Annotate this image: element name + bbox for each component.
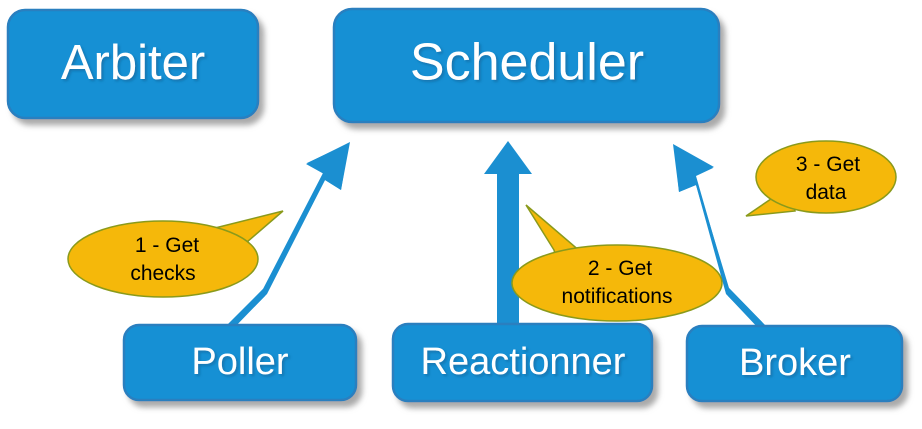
node-scheduler-label: Scheduler: [410, 34, 644, 92]
node-scheduler[interactable]: Scheduler: [332, 7, 721, 124]
node-poller-box[interactable]: [122, 323, 358, 402]
node-reactionner-box[interactable]: [391, 322, 654, 403]
callout-1-line2: checks: [130, 262, 195, 285]
node-poller-label: Poller: [191, 341, 288, 383]
callout-3-line1: 3 - Get: [796, 153, 860, 176]
node-broker-box[interactable]: [685, 324, 904, 403]
arrow-poller-to-scheduler: [226, 142, 350, 332]
callout-3[interactable]: 3 - Get data: [745, 140, 897, 217]
callout-1-bubble[interactable]: [67, 220, 259, 298]
node-broker-label: Broker: [739, 342, 851, 384]
node-arbiter[interactable]: Arbiter: [6, 8, 260, 120]
node-reactionner[interactable]: Reactionner: [391, 322, 654, 403]
callout-group: 1 - Get checks 2 - Get notifications 3 -…: [67, 140, 897, 322]
callout-2[interactable]: 2 - Get notifications: [511, 204, 723, 322]
callout-2-line2: notifications: [562, 285, 673, 308]
node-reactionner-label: Reactionner: [421, 341, 626, 383]
node-scheduler-box[interactable]: [332, 7, 721, 124]
callout-3-line2: data: [806, 181, 847, 204]
node-broker[interactable]: Broker: [685, 324, 904, 403]
node-arbiter-box[interactable]: [6, 8, 260, 120]
callout-2-line1: 2 - Get: [588, 257, 652, 280]
callout-1[interactable]: 1 - Get checks: [67, 210, 284, 298]
arrow-broker-to-scheduler: [673, 144, 766, 332]
node-poller[interactable]: Poller: [122, 323, 358, 402]
callout-2-bubble[interactable]: [511, 244, 723, 322]
node-group: Arbiter Scheduler Poller Reactionner Bro…: [6, 7, 904, 403]
callout-3-bubble[interactable]: [755, 140, 897, 214]
callout-1-line1: 1 - Get: [135, 234, 199, 257]
node-arbiter-label: Arbiter: [61, 36, 205, 90]
